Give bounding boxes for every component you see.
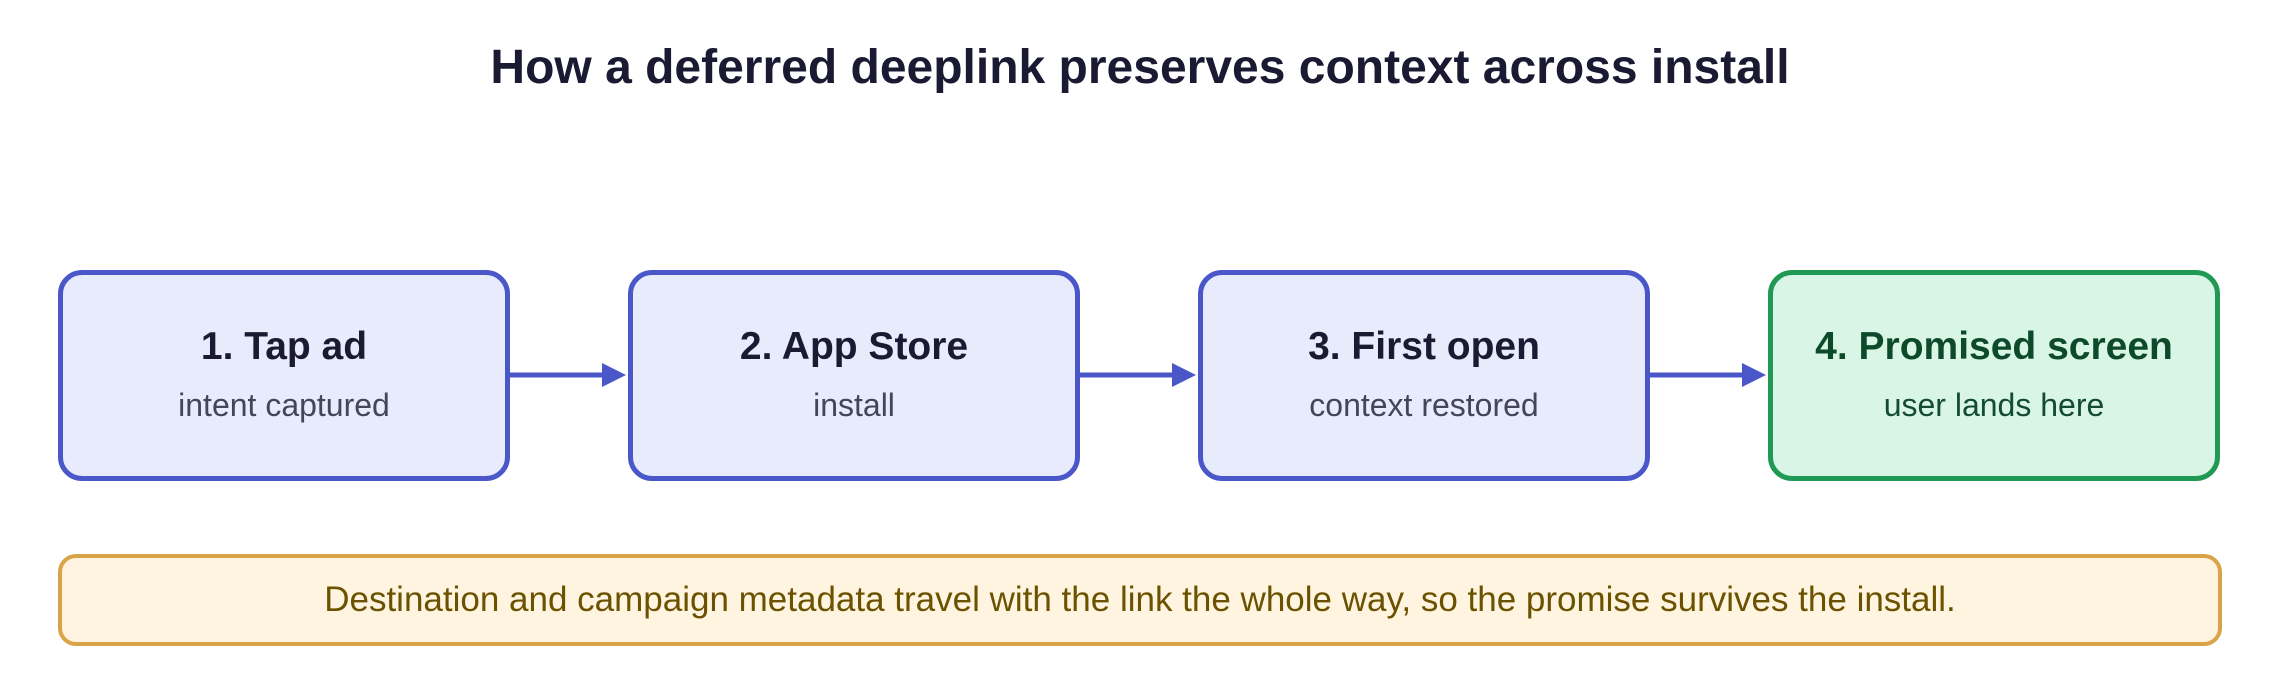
step-subtitle: install [813, 386, 895, 423]
step-title: 4. Promised screen [1815, 324, 2173, 368]
step-subtitle: context restored [1309, 386, 1539, 423]
arrow-connector-1 [510, 363, 626, 387]
diagram-title: How a deferred deeplink preserves contex… [490, 41, 1790, 94]
step-tap-ad: 1. Tap ad intent captured [58, 270, 510, 481]
step-title: 3. First open [1308, 324, 1540, 368]
step-first-open: 3. First open context restored [1198, 270, 1650, 481]
context-note-banner: Destination and campaign metadata travel… [58, 554, 2222, 646]
arrow-connector-3 [1650, 363, 1766, 387]
step-title: 2. App Store [739, 324, 969, 368]
step-promised-screen: 4. Promised screen user lands here [1768, 270, 2220, 481]
step-subtitle: intent captured [178, 386, 390, 423]
step-title: 1. Tap ad [200, 324, 368, 368]
arrow-connector-2 [1080, 363, 1196, 387]
step-app-store: 2. App Store install [628, 270, 1080, 481]
step-subtitle: user lands here [1883, 386, 2105, 423]
